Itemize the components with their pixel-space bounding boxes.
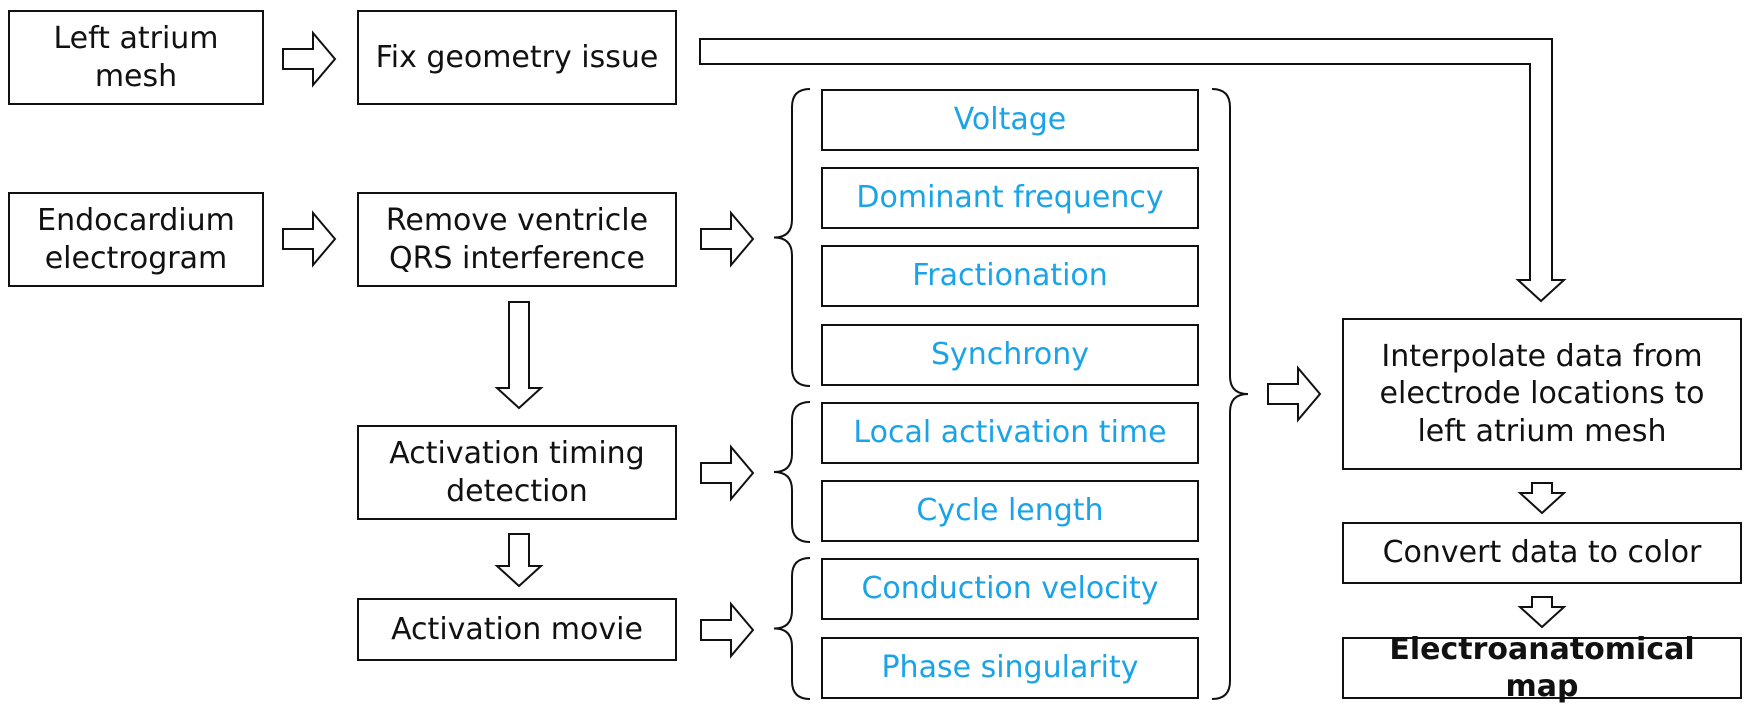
metric-cycle-length-label: Cycle length: [916, 493, 1104, 529]
brace-signal-metrics-icon: [773, 88, 811, 387]
arrow-timing-to-movie-icon: [494, 533, 544, 588]
arrow-fix-to-interpolate-icon: [699, 38, 1567, 303]
metric-conduction-velocity-label: Conduction velocity: [861, 571, 1159, 607]
metric-synchrony-box: Synchrony: [821, 324, 1199, 386]
arrow-movie-to-metrics-icon: [700, 601, 755, 659]
metric-cycle-length-box: Cycle length: [821, 480, 1199, 542]
metric-synchrony-label: Synchrony: [930, 337, 1090, 373]
metric-fractionation-label: Fractionation: [912, 258, 1108, 294]
metric-fractionation-box: Fractionation: [821, 245, 1199, 307]
arrow-convert-to-map-icon: [1517, 596, 1567, 629]
arrow-egm-to-remove-icon: [282, 210, 337, 268]
activation-movie-label: Activation movie: [391, 611, 643, 647]
metric-conduction-velocity-box: Conduction velocity: [821, 558, 1199, 620]
arrow-mesh-to-fix-icon: [282, 30, 337, 88]
arrow-remove-to-metrics-icon: [700, 210, 755, 268]
arrow-remove-to-timing-icon: [494, 301, 544, 410]
arrow-timing-to-metrics-icon: [700, 444, 755, 502]
metric-dominant-frequency-label: Dominant frequency: [856, 180, 1164, 216]
metric-voltage-label: Voltage: [953, 102, 1067, 138]
metric-local-activation-time-label: Local activation time: [853, 415, 1167, 451]
metric-local-activation-time-box: Local activation time: [821, 402, 1199, 464]
metric-phase-singularity-box: Phase singularity: [821, 637, 1199, 699]
brace-all-metrics-icon: [1211, 88, 1249, 700]
metric-phase-singularity-label: Phase singularity: [881, 650, 1139, 686]
electroanatomical-map-box: Electroanatomical map: [1342, 632, 1742, 704]
fix-geometry-box: Fix geometry issue: [357, 10, 677, 105]
convert-color-box: Convert data to color: [1342, 522, 1742, 584]
brace-timing-metrics-icon: [773, 401, 811, 543]
arrow-metrics-to-interpolate-icon: [1267, 365, 1322, 423]
brace-movie-metrics-icon: [773, 557, 811, 700]
convert-color-label: Convert data to color: [1382, 535, 1702, 571]
arrow-interpolate-to-convert-icon: [1517, 482, 1567, 515]
electroanatomical-map-label: Electroanatomical map: [1389, 631, 1695, 705]
metric-dominant-frequency-box: Dominant frequency: [821, 167, 1199, 229]
fix-geometry-label: Fix geometry issue: [375, 39, 659, 75]
metric-voltage-box: Voltage: [821, 89, 1199, 151]
activation-movie-box: Activation movie: [357, 598, 677, 661]
